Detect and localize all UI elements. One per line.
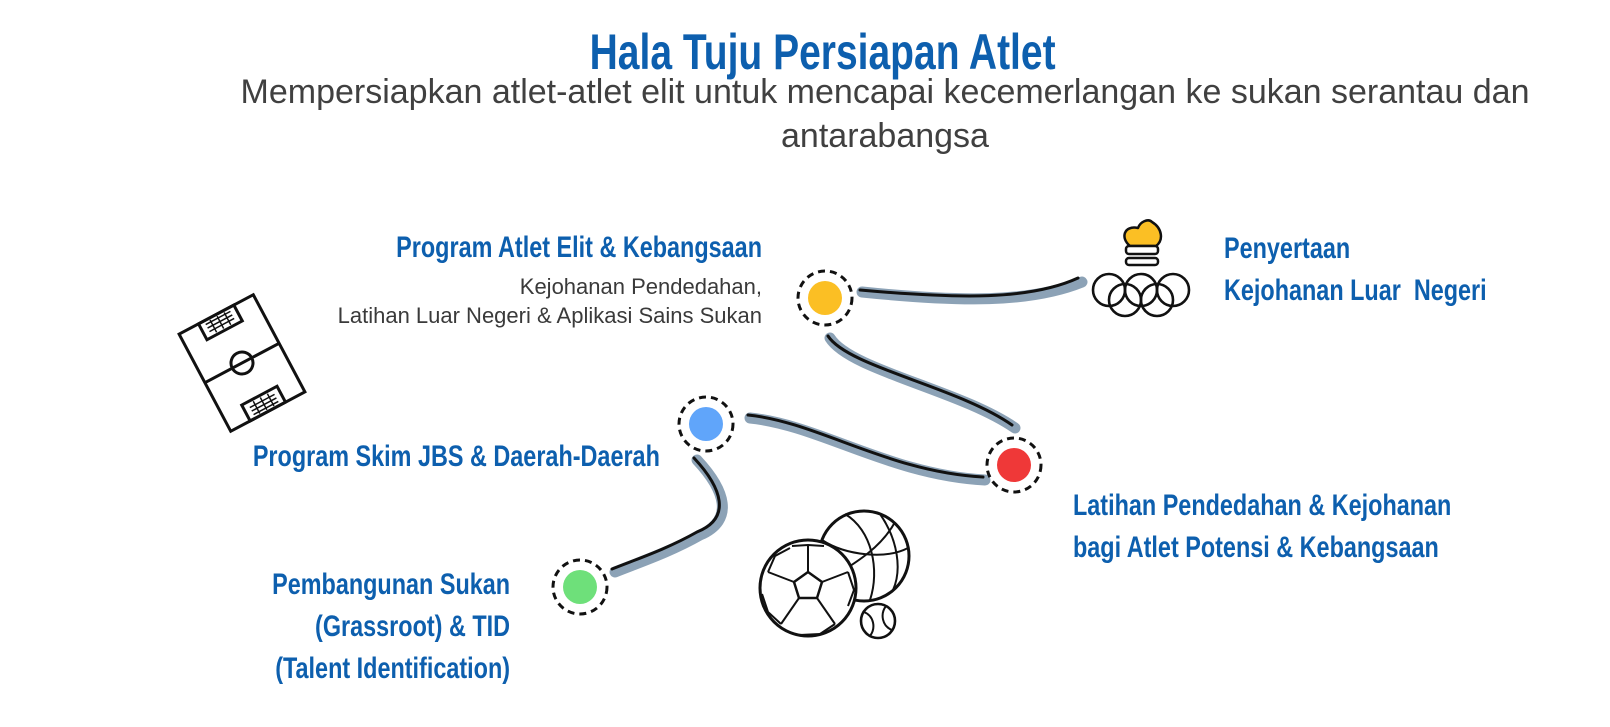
node-dot-red: [997, 448, 1031, 482]
milestone-elit-detail-1: Kejohanan Pendedahan,: [519, 274, 762, 299]
node-latihan[interactable]: [985, 436, 1043, 494]
page-subtitle: Mempersiapkan atlet-atlet elit untuk men…: [240, 73, 1530, 155]
olympic-torch-rings-icon: [1091, 219, 1191, 318]
milestone-skim-line-1: Program Skim JBS & Daerah-Daerah: [252, 440, 660, 473]
milestone-elit-detail-2: Latihan Luar Negeri & Aplikasi Sains Suk…: [337, 303, 762, 328]
node-dot-blue: [689, 407, 723, 441]
sports-balls-icon: [758, 509, 911, 640]
node-elit[interactable]: [796, 269, 854, 327]
milestone-penyertaan-line-1: Penyertaan: [1224, 232, 1351, 265]
milestone-grassroot-line-2: (Grassroot) & TID: [314, 610, 510, 643]
milestone-latihan-line-1: Latihan Pendedahan & Kejohanan: [1073, 489, 1452, 522]
milestone-grassroot-line-3: (Talent Identification): [275, 652, 510, 685]
node-dot-green: [563, 570, 597, 604]
tennis-ball-icon: [859, 602, 897, 640]
node-dot-yellow: [808, 281, 842, 315]
node-skim[interactable]: [677, 395, 735, 453]
milestone-grassroot-line-1: Pembangunan Sukan: [272, 568, 510, 601]
milestone-latihan-line-2: bagi Atlet Potensi & Kebangsaan: [1073, 531, 1439, 564]
milestone-elit-line-1: Program Atlet Elit & Kebangsaan: [396, 231, 762, 264]
milestone-penyertaan-heading: Penyertaan Kejohanan Luar Negeri: [1224, 228, 1487, 312]
page-title: Hala Tuju Persiapan Atlet: [589, 24, 1056, 80]
milestone-elit-details: Kejohanan Pendedahan, Latihan Luar Neger…: [338, 272, 762, 330]
milestone-grassroot-heading: Pembangunan Sukan (Grassroot) & TID (Tal…: [272, 564, 510, 690]
milestone-penyertaan-line-2: Kejohanan Luar Negeri: [1224, 274, 1487, 307]
node-grassroot[interactable]: [551, 558, 609, 616]
football-field-icon: [177, 292, 307, 434]
milestone-latihan-heading: Latihan Pendedahan & Kejohanan bagi Atle…: [1073, 485, 1451, 569]
path-line: [610, 276, 1080, 571]
milestone-skim-heading: Program Skim JBS & Daerah-Daerah: [253, 436, 660, 478]
soccer-ball-icon: [758, 538, 858, 638]
milestone-elit-heading: Program Atlet Elit & Kebangsaan: [396, 227, 762, 269]
roadmap-path: [609, 276, 1088, 578]
